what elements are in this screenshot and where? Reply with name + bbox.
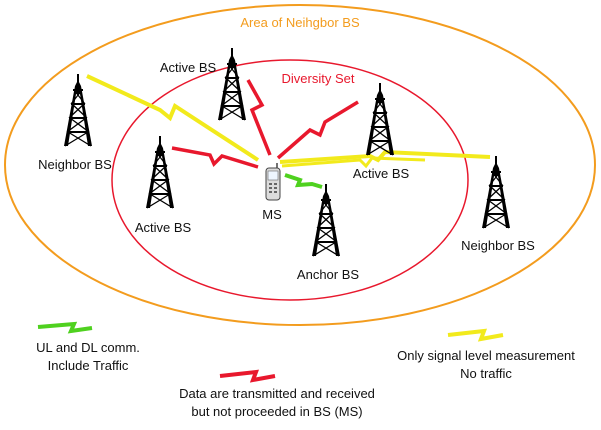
label-ms: MS — [262, 207, 282, 222]
legend-red-link-icon — [219, 369, 276, 383]
label-active-bs-top: Active BS — [160, 60, 217, 75]
mobile-phone-icon — [265, 163, 281, 201]
link-red-active-top — [246, 79, 272, 156]
link-red-active-left — [171, 146, 259, 169]
tower-anchor-icon — [311, 183, 341, 257]
label-diversity-set: Diversity Set — [282, 71, 355, 86]
legend-yellow-link-icon — [447, 328, 504, 342]
legend-red-line1: Data are transmitted and received — [179, 386, 375, 401]
label-neighbor-area: Area of Neihgbor BS — [240, 15, 360, 30]
diversity-set-ellipse — [111, 59, 469, 301]
label-neighbor-bs-left: Neighbor BS — [38, 157, 112, 172]
link-yellow-active-right — [281, 156, 426, 169]
legend-red-line2: but not proceeded in BS (MS) — [191, 404, 362, 419]
tower-active-top-icon — [217, 47, 247, 121]
legend-yellow-line1: Only signal level measurement — [397, 348, 575, 363]
tower-active-right-icon — [365, 82, 395, 156]
tower-active-left-icon — [145, 135, 175, 209]
legend-yellow-line2: No traffic — [460, 366, 512, 381]
link-yellow-neighbor-left — [86, 74, 260, 162]
link-yellow-neighbor-right — [279, 149, 491, 164]
label-anchor-bs: Anchor BS — [297, 267, 359, 282]
legend-green-line2: Include Traffic — [48, 358, 129, 373]
legend-green-link-icon — [37, 321, 93, 334]
label-active-bs-left: Active BS — [135, 220, 192, 235]
legend-green-line1: UL and DL comm. — [36, 340, 140, 355]
tower-neighbor-left-icon — [63, 73, 93, 147]
tower-neighbor-right-icon — [481, 155, 511, 229]
neighbor-area-ellipse — [4, 4, 596, 326]
label-neighbor-bs-right: Neighbor BS — [461, 238, 535, 253]
label-active-bs-right: Active BS — [353, 166, 410, 181]
link-green-anchor — [284, 173, 323, 189]
link-red-active-right-upper — [276, 100, 359, 160]
